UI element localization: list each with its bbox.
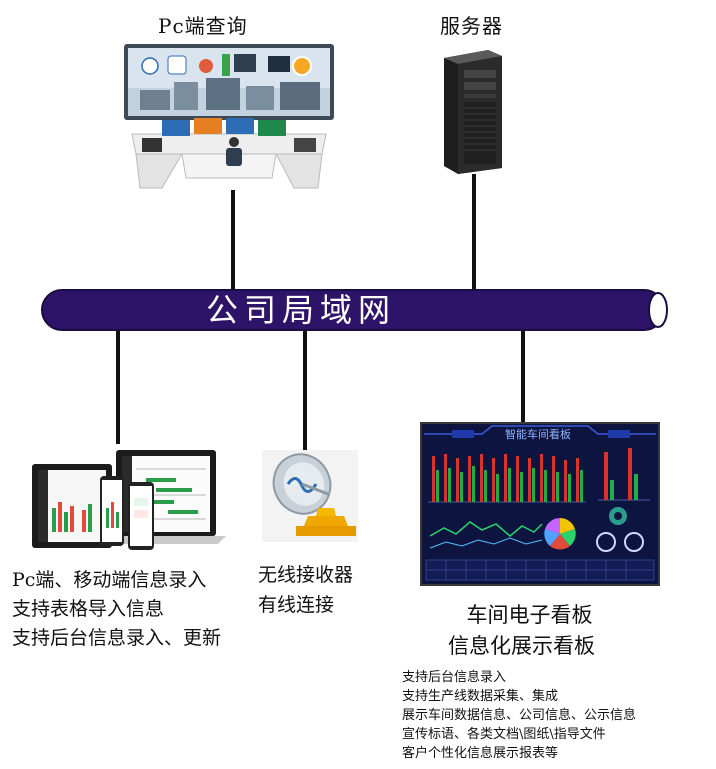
devices-line-3: 支持后台信息录入、更新 bbox=[12, 627, 222, 649]
wireless-receiver-icon bbox=[262, 450, 358, 542]
dashboard-charts bbox=[424, 425, 656, 581]
laptop-mobile-devices-icon bbox=[32, 450, 226, 550]
lan-label: 公司局域网 bbox=[206, 291, 397, 329]
connector-pc-to-bus bbox=[231, 190, 235, 290]
connector-bus-to-board bbox=[521, 330, 525, 424]
lan-bus bbox=[41, 289, 668, 331]
dashboard-screen-title: 智能车间看板 bbox=[505, 428, 571, 441]
target-icon bbox=[292, 56, 312, 76]
pc-query-title: Pc端查询 bbox=[158, 14, 248, 38]
board-title-line-2: 信息化展示看板 bbox=[448, 634, 595, 658]
receiver-line-2: 有线连接 bbox=[258, 594, 335, 616]
monitor-icon bbox=[234, 54, 256, 72]
workshop-dashboard-screen: 智能车间看板 bbox=[420, 422, 660, 586]
board-feature-2: 支持生产线数据采集、集成 bbox=[402, 689, 559, 704]
server-title: 服务器 bbox=[440, 14, 503, 38]
board-feature-3: 展示车间数据信息、公司信息、公示信息 bbox=[402, 708, 637, 723]
connector-server-to-bus bbox=[472, 174, 476, 290]
receiver-line-1: 无线接收器 bbox=[258, 564, 354, 586]
display-icon bbox=[268, 56, 290, 72]
board-features: 支持后台信息录入 支持生产线数据采集、集成 展示车间数据信息、公司信息、公示信息… bbox=[402, 668, 636, 763]
board-feature-4: 宣传标语、各类文档\图纸\指导文件 bbox=[402, 727, 606, 742]
board-title-line-1: 车间电子看板 bbox=[466, 603, 593, 627]
board-feature-1: 支持后台信息录入 bbox=[402, 670, 507, 685]
connector-bus-to-receiver bbox=[303, 330, 307, 456]
connector-bus-to-devices bbox=[116, 330, 120, 444]
devices-line-2: 支持表格导入信息 bbox=[12, 598, 165, 620]
gauge-icon bbox=[167, 55, 187, 75]
signal-light-icon bbox=[222, 54, 230, 76]
board-title: 车间电子看板 信息化展示看板 bbox=[448, 600, 595, 662]
wifi-icon bbox=[141, 57, 159, 75]
devices-line-1: Pc端、移动端信息录入 bbox=[12, 569, 207, 591]
server-tower-icon bbox=[444, 50, 502, 174]
receiver-description: 无线接收器 有线连接 bbox=[258, 560, 353, 620]
board-feature-5: 客户个性化信息展示报表等 bbox=[402, 746, 559, 761]
devices-description: Pc端、移动端信息录入 支持表格导入信息 支持后台信息录入、更新 bbox=[12, 566, 221, 653]
alarm-icon bbox=[199, 59, 213, 73]
control-room-illustration bbox=[124, 44, 334, 189]
